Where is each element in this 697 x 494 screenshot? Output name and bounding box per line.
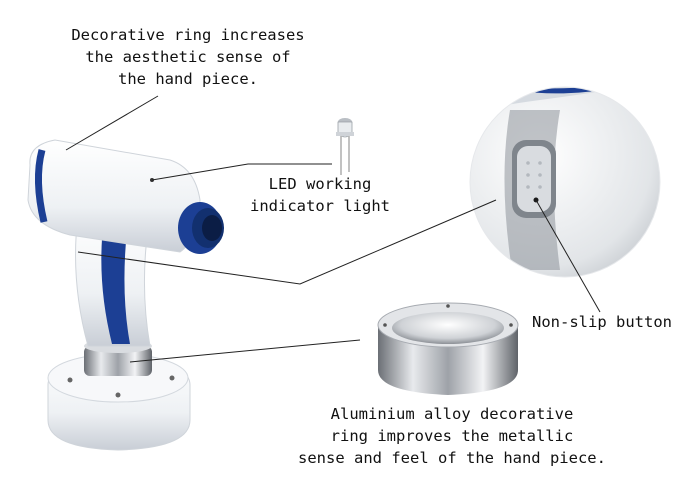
decorative-ring-label: Decorative ring increases the aesthetic …: [71, 26, 305, 88]
aluminium-ring-label: Aluminium alloy decorative ring improves…: [298, 405, 606, 467]
leader-lines: [65, 95, 601, 363]
handpiece-illustration: [27, 139, 224, 451]
button-closeup: [470, 87, 660, 277]
non-slip-button-label: Non-slip button: [532, 313, 672, 331]
led-indicator-label: LED working indicator light: [250, 175, 390, 215]
led-component: [336, 118, 354, 175]
aluminium-ring: [377, 302, 519, 395]
